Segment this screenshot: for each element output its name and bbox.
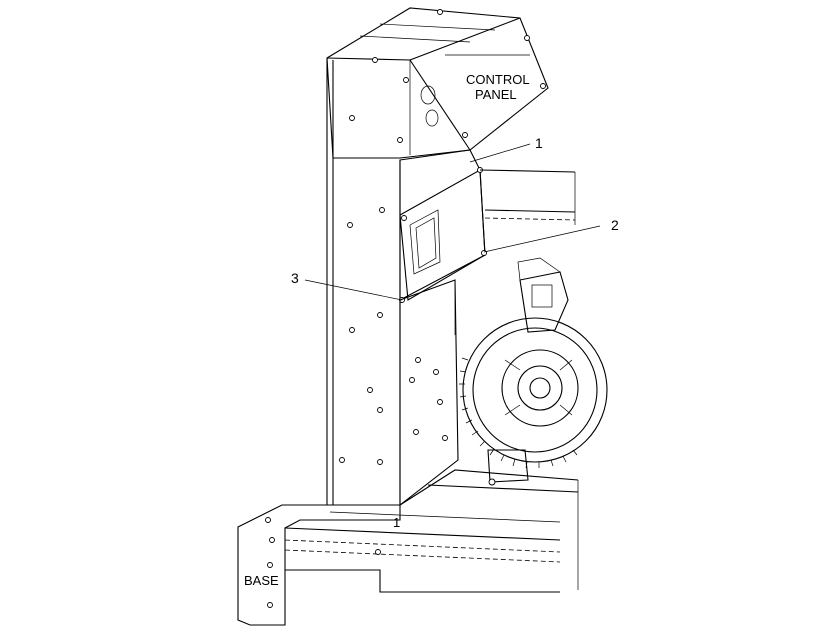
- control-panel-label-line2: PANEL: [475, 87, 517, 102]
- control-panel-housing: [326, 7, 549, 159]
- access-cover-plate: [399, 149, 487, 303]
- callout-1: 1: [535, 135, 543, 151]
- callout-2: 2: [611, 217, 619, 233]
- callout-leaders: [304, 143, 601, 301]
- generator-flywheel: [459, 257, 608, 486]
- base-marker: 1: [393, 515, 400, 530]
- callout-3: 3: [291, 270, 299, 286]
- flywheel-teeth: [459, 357, 578, 469]
- base-label: BASE: [244, 573, 279, 588]
- support-column: [326, 58, 401, 506]
- base-frame: [237, 504, 561, 626]
- frame-rails: [399, 169, 579, 590]
- control-panel-label-line1: CONTROL: [466, 72, 530, 87]
- lower-panel: [399, 279, 459, 507]
